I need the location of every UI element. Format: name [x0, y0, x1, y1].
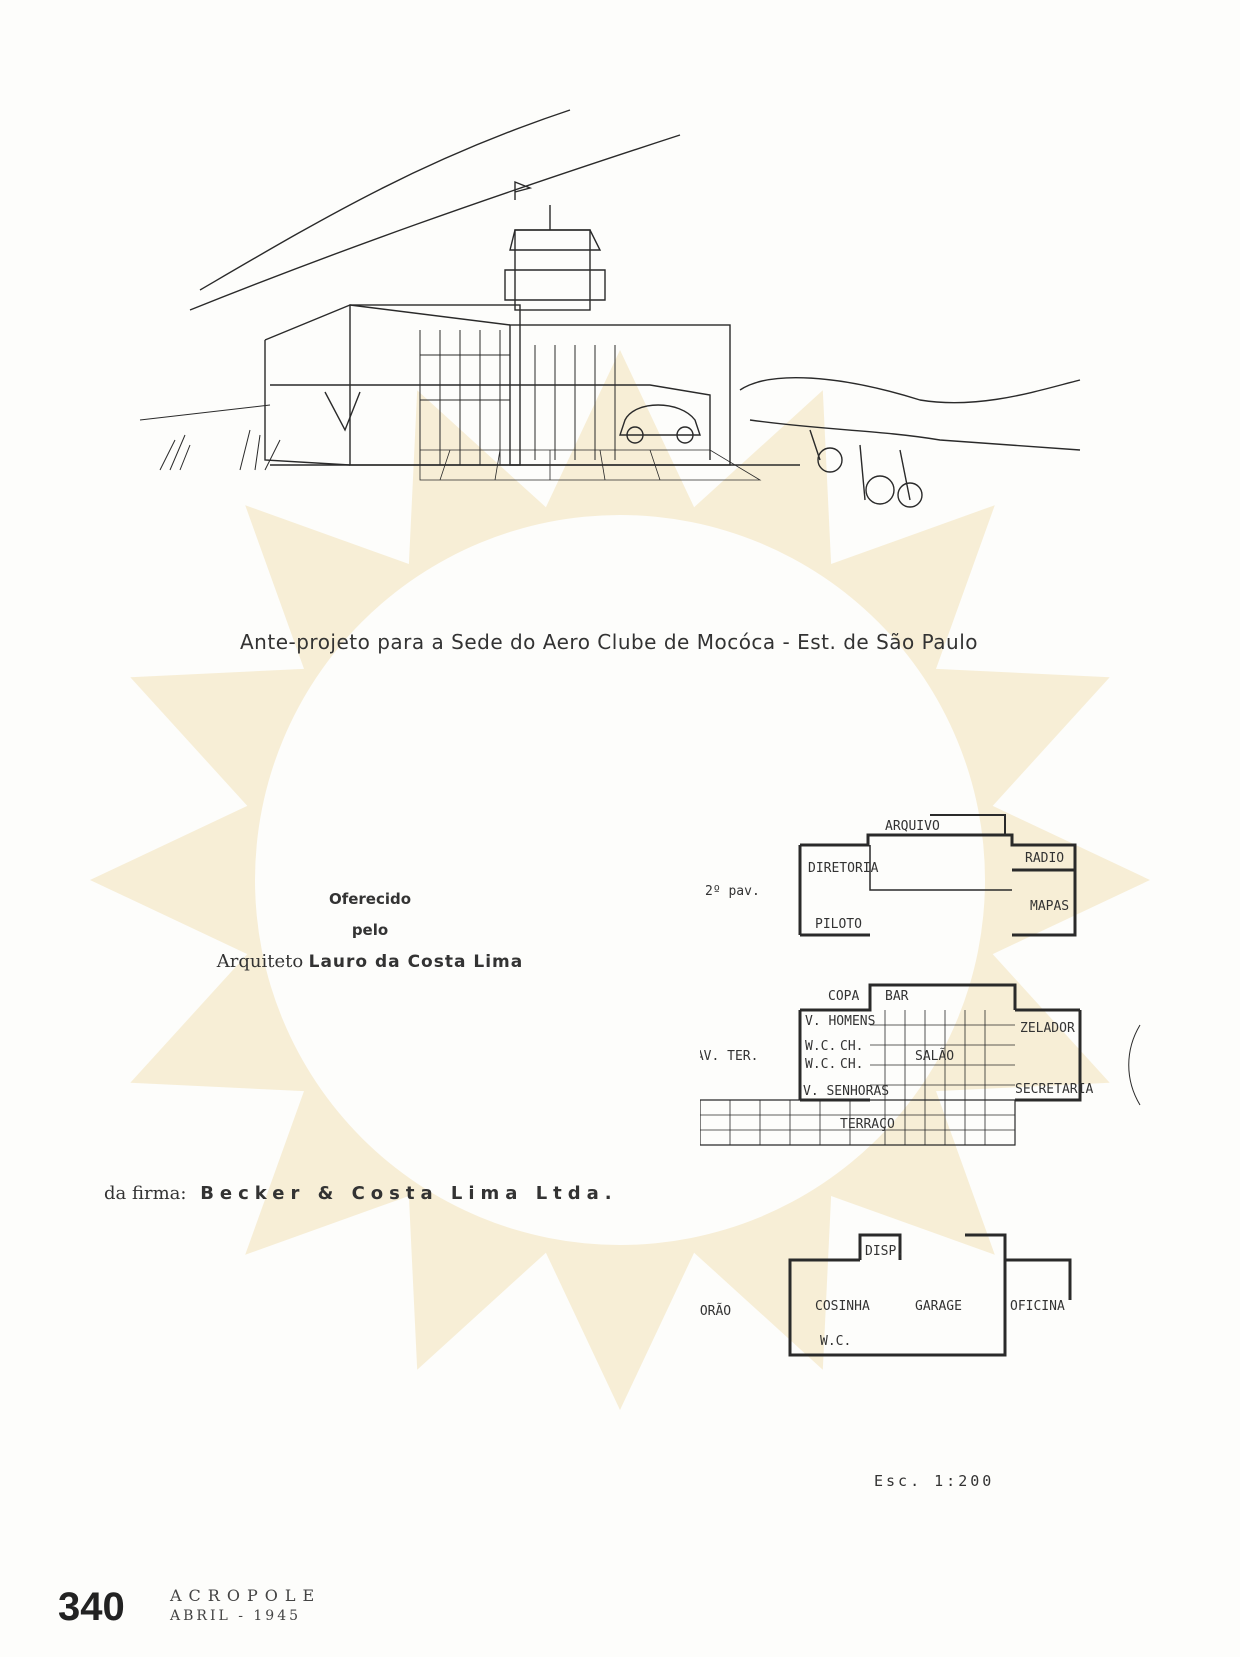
firm-prefix: da firma: [104, 1183, 187, 1204]
architect-prefix: Arquiteto [216, 951, 304, 972]
room-label: MAPAS [1030, 899, 1069, 914]
ground-floor-label: PAV. TER. [700, 1049, 758, 1064]
floor-plans: 2º pav. DIRETORIA PILOTO RADIO MAPAS ARQ… [700, 814, 1141, 1357]
room-label: ARQUIVO [885, 819, 940, 834]
room-label: COPA [828, 989, 859, 1004]
aero-club-perspective-sketch [139, 109, 1081, 508]
room-label: SECRETARIA [1015, 1082, 1093, 1097]
by-text: pelo [351, 921, 389, 939]
room-label: W.C. [805, 1057, 836, 1072]
offered-text: Oferecido [328, 890, 412, 908]
room-label: ZELADOR [1020, 1021, 1075, 1036]
room-label: SALÃO [915, 1048, 954, 1064]
room-label: OFICINA [1010, 1299, 1065, 1314]
room-label: DISP. [865, 1244, 904, 1259]
room-label: CH. [840, 1039, 863, 1054]
page-number: 340 [58, 1585, 125, 1629]
offered-by-block: Oferecido pelo Arquiteto Lauro da Costa … [170, 884, 570, 978]
firm-line: da firma: Becker & Costa Lima Ltda. [104, 1183, 618, 1204]
architect-line: Arquiteto Lauro da Costa Lima [170, 946, 570, 978]
floor-plan-basement: PORÃO DISP. COSINHA GARAGE OFICINA W.C. [700, 1233, 1072, 1357]
floor-plan-ground: PAV. TER. COPA BAR V. HOMENS W.C. CH. W.… [700, 983, 1141, 1146]
floor-plan-2nd: 2º pav. DIRETORIA PILOTO RADIO MAPAS ARQ… [705, 814, 1077, 937]
room-label: W.C. [820, 1334, 851, 1349]
room-label: DIRETORIA [808, 861, 879, 876]
room-label: GARAGE [915, 1299, 962, 1314]
project-caption: Ante-projeto para a Sede do Aero Clube d… [240, 630, 979, 654]
issue-date: ABRIL - 1945 [170, 1608, 302, 1624]
room-label: W.C. [805, 1039, 836, 1054]
architect-name: Lauro da Costa Lima [308, 952, 524, 972]
firm-name: Becker & Costa Lima Ltda. [200, 1183, 618, 1204]
magazine-title: ACROPOLE [170, 1586, 322, 1605]
room-label: TERRAÇO [840, 1117, 895, 1132]
basement-label: PORÃO [700, 1303, 731, 1319]
floor-2-label: 2º pav. [705, 884, 760, 899]
room-label: V. HOMENS [805, 1014, 875, 1029]
room-label: BAR [885, 989, 909, 1004]
room-label: CH. [840, 1057, 863, 1072]
magazine-masthead: ACROPOLE ABRIL - 1945 [170, 1585, 321, 1627]
room-label: COSINHA [815, 1299, 870, 1314]
room-label: RADIO [1025, 851, 1064, 866]
room-label: V. SENHORAS [803, 1084, 889, 1099]
drawing-scale: Esc. 1:200 [874, 1472, 995, 1490]
room-label: PILOTO [815, 917, 862, 932]
